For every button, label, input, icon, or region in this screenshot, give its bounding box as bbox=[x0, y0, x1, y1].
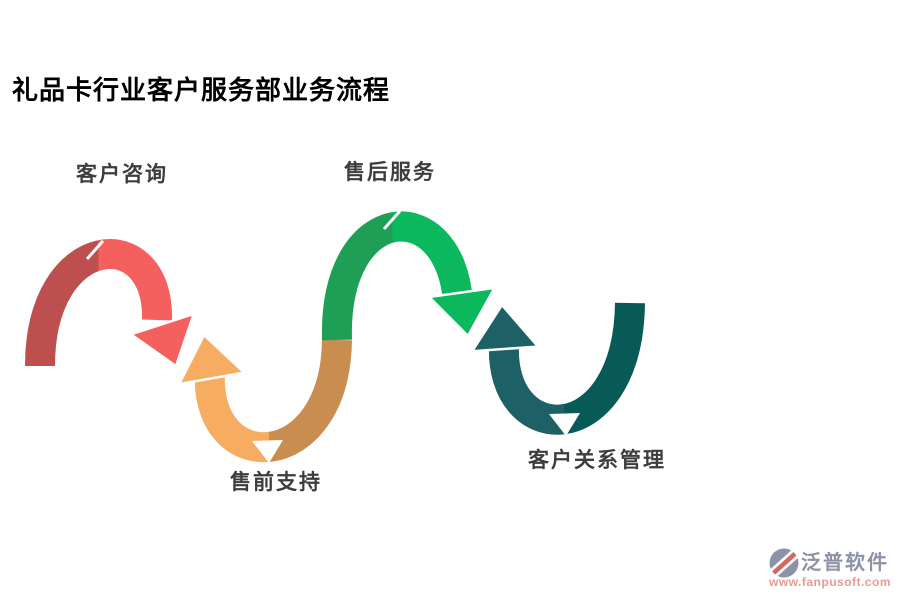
page-title: 礼品卡行业客户服务部业务流程 bbox=[12, 75, 391, 105]
label-presales-support: 售前支持 bbox=[230, 471, 322, 494]
fanpu-logo-icon bbox=[769, 548, 799, 578]
watermark-url: www.fanpusoft.com bbox=[769, 575, 892, 589]
label-customer-inquiry: 客户咨询 bbox=[76, 163, 168, 186]
logo-accent-swoosh bbox=[769, 548, 799, 578]
label-crm: 客户关系管理 bbox=[528, 449, 666, 472]
ribbon-notch bbox=[252, 440, 283, 463]
arc-customer-inquiry bbox=[25, 239, 173, 367]
logo-segment bbox=[772, 553, 799, 578]
arrowhead-down-green bbox=[426, 286, 497, 339]
ribbon-notch bbox=[549, 413, 580, 436]
arc-crm bbox=[488, 302, 645, 435]
watermark: 泛普软件 www.fanpusoft.com bbox=[769, 548, 895, 589]
arrowhead-up-teal bbox=[469, 302, 541, 353]
arrowhead-down-red bbox=[128, 311, 196, 368]
arc-aftersales-service bbox=[321, 211, 473, 341]
ribbon-seam bbox=[85, 240, 105, 260]
logo-segment bbox=[769, 548, 797, 574]
label-aftersales-service: 售后服务 bbox=[344, 161, 436, 184]
watermark-brand-name: 泛普软件 bbox=[801, 552, 889, 574]
arrowhead-up-orange bbox=[176, 332, 247, 386]
arc-presales-support bbox=[194, 339, 352, 463]
ribbon-seam bbox=[382, 210, 402, 230]
